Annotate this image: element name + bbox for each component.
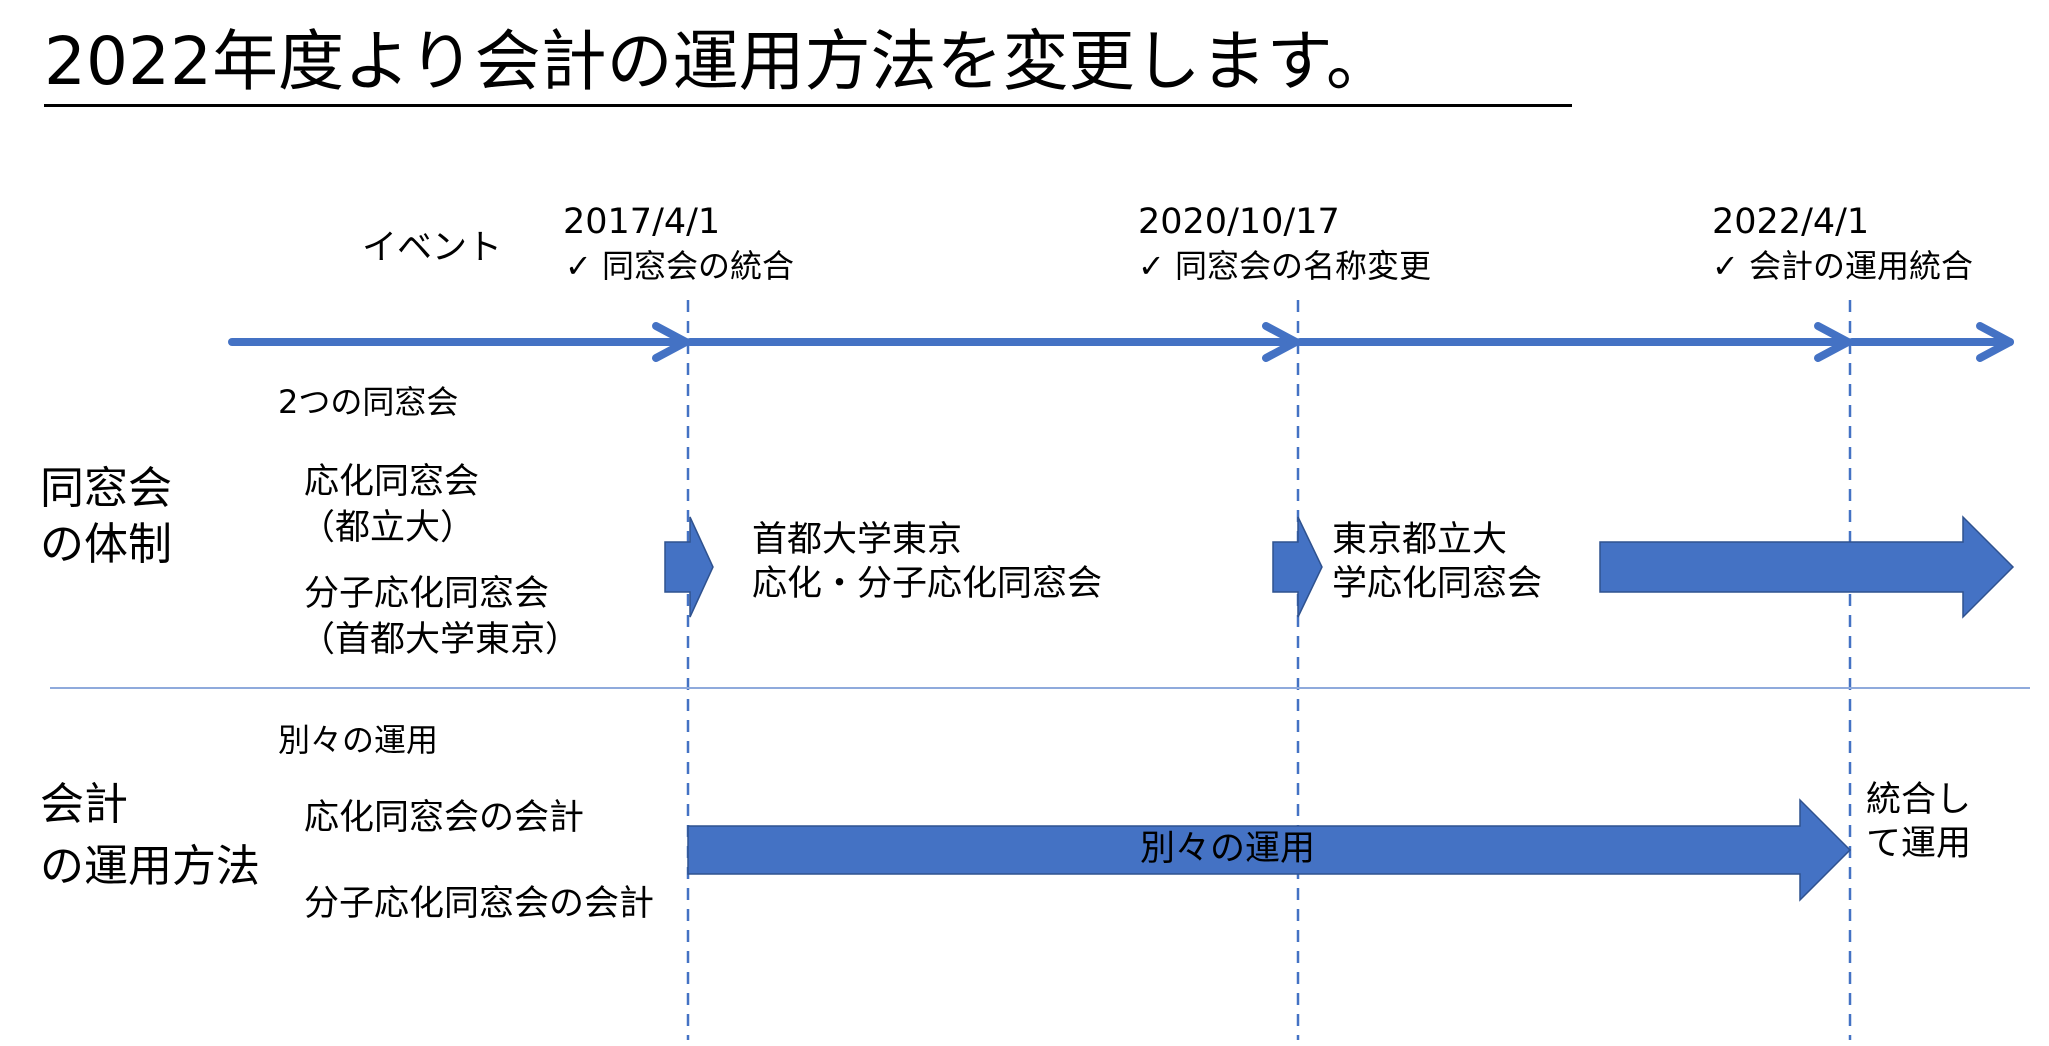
acct2-name: 分子応化同窓会の会計 (304, 884, 655, 924)
org-heading-line1: 同窓会 (40, 463, 172, 514)
alumni1-sub: （都立大） (300, 508, 476, 548)
acct-bar-label: 別々の運用 (1140, 829, 1316, 869)
renamed-name-line2: 学応化同窓会 (1332, 564, 1543, 604)
renamed-name-line1: 東京都立大 (1332, 520, 1508, 560)
merged-name-line2: 応化・分子応化同窓会 (752, 564, 1103, 604)
timeline-arrowhead-4 (1976, 322, 2014, 362)
milestone-lines (686, 300, 1852, 1040)
event-desc-2017: ✓ 同窓会の統合 (565, 247, 794, 285)
merged-name-line1: 首都大学東京 (752, 520, 963, 560)
rename-block-arrow (1272, 516, 1323, 618)
event-date-2020: 2020/10/17 (1138, 202, 1340, 242)
acct-after-line1: 統合し (1866, 780, 1972, 820)
acct-before-label: 別々の運用 (278, 721, 439, 759)
timeline-axis (228, 322, 2014, 362)
event-desc-2022: ✓ 会計の運用統合 (1712, 247, 1973, 285)
accounting-block-arrow (687, 798, 1852, 902)
acct-after-line2: て運用 (1866, 824, 1972, 864)
title-underline (44, 104, 1572, 107)
acct-heading-line2: の運用方法 (40, 841, 260, 892)
alumni2-name: 分子応化同窓会 (304, 574, 550, 614)
event-date-2022: 2022/4/1 (1712, 202, 1870, 242)
acct-heading-line1: 会計 (40, 779, 128, 830)
timeline-label: イベント (362, 228, 503, 268)
alumni1-name: 応化同窓会 (304, 462, 480, 502)
event-desc-2020: ✓ 同窓会の名称変更 (1138, 247, 1431, 285)
merge-block-arrow (664, 516, 714, 618)
alumni2-sub: （首都大学東京） (300, 620, 581, 660)
event-date-2017: 2017/4/1 (563, 202, 721, 242)
continue-block-arrow (1599, 515, 2015, 619)
acct1-name: 応化同窓会の会計 (304, 798, 585, 838)
org-block-arrows (664, 515, 2015, 619)
org-heading-line2: の体制 (40, 519, 172, 570)
page-title: 2022年度より会計の運用方法を変更します。 (44, 23, 1393, 100)
org-before-label: 2つの同窓会 (278, 383, 459, 421)
